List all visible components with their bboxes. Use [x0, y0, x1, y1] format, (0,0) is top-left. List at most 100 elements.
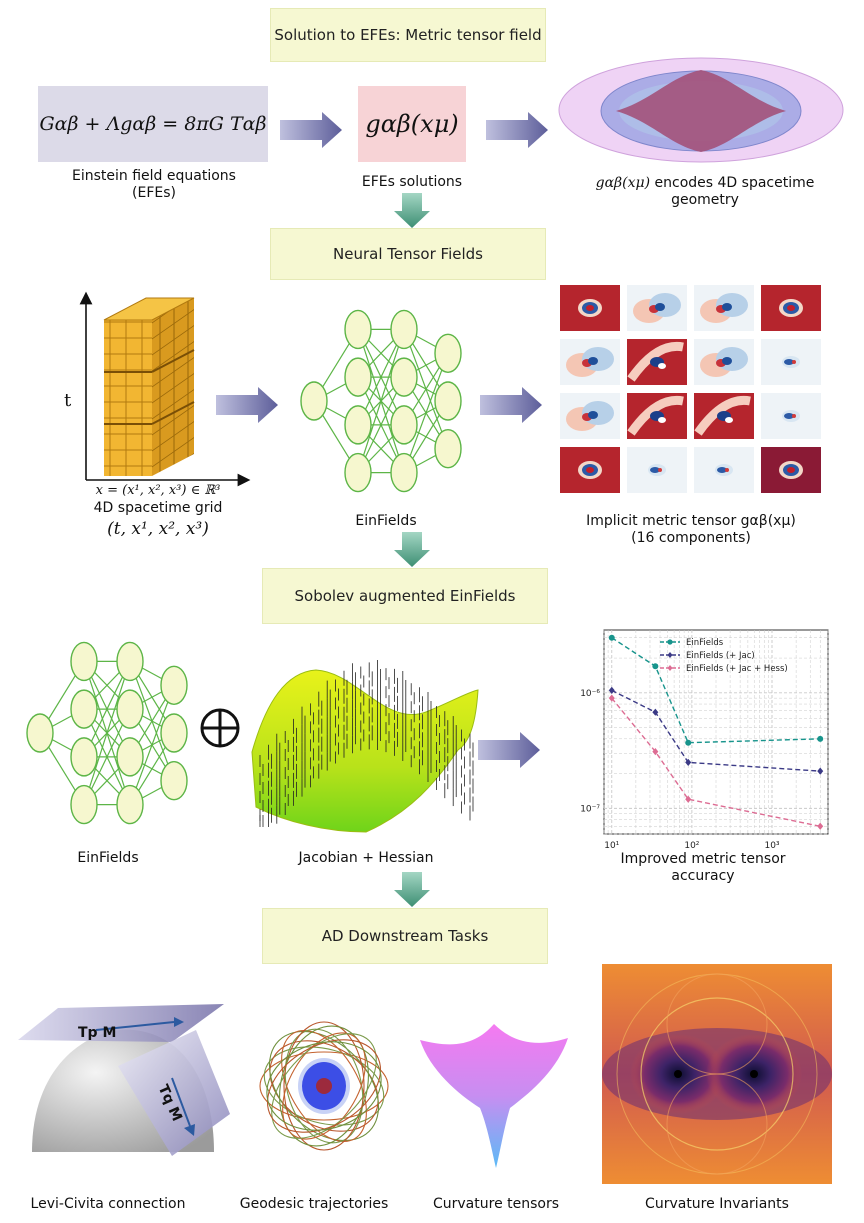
grid-coordinates: (t, x¹, x², x³)	[107, 519, 209, 539]
orbit-path	[283, 1021, 365, 1151]
legend-label: EinFields	[686, 638, 724, 648]
network-edge	[403, 353, 449, 473]
x-tick-label: 10²	[684, 841, 699, 848]
network-node	[116, 689, 144, 729]
x-tick-label: 10³	[764, 841, 779, 848]
metric-component-tile	[761, 393, 821, 439]
orbit-path	[269, 1040, 379, 1132]
network-node	[434, 429, 462, 469]
metric-component-tile	[560, 447, 620, 493]
data-point	[685, 758, 692, 767]
section-banner-metric-solution: Solution to EFEs: Metric tensor field	[270, 8, 546, 62]
metric-component-tile	[627, 285, 687, 331]
series-line	[611, 689, 821, 772]
einfields-network-diagram	[300, 309, 462, 493]
arrow-icon	[280, 112, 342, 148]
orbit-path	[271, 1033, 377, 1139]
network-node	[116, 784, 144, 825]
levi-civita-caption: Levi-Civita connection	[30, 1196, 186, 1212]
singularity-core	[316, 1078, 332, 1094]
data-point	[652, 663, 659, 670]
metric-component-tile	[761, 339, 821, 385]
network-node	[160, 713, 188, 753]
network-node	[344, 357, 372, 397]
arrow-icon	[480, 387, 542, 423]
network-node	[70, 689, 98, 729]
grid-caption: 4D spacetime grid	[93, 500, 223, 516]
orbit-path	[281, 1029, 367, 1143]
spacetime-geometry-illustration	[558, 57, 844, 163]
series-line	[611, 637, 821, 744]
banner-text: Sobolev augmented EinFields	[294, 587, 516, 605]
einstein-equation-caption: Einstein field equations (EFEs)	[72, 168, 236, 201]
jacobian-hessian-surface	[251, 659, 479, 833]
accuracy-chart-caption: Improved metric tensor accuracy	[620, 851, 786, 884]
metric-component-tile	[694, 285, 754, 331]
efe-solution-box: gαβ(xμ)	[358, 86, 466, 162]
metric-component-tile	[761, 285, 821, 331]
einstein-equation: Gαβ + Λgαβ = 8πG Tαβ	[39, 113, 267, 135]
tangent-plane-p	[18, 1004, 224, 1042]
orbit-path	[268, 1030, 380, 1142]
metric-component-tile	[761, 447, 821, 493]
geodesic-caption: Geodesic trajectories	[239, 1196, 389, 1212]
orbit-path	[266, 1039, 382, 1133]
network-node	[390, 405, 418, 445]
orbit-path	[263, 1046, 385, 1126]
metric-component-tile	[627, 447, 687, 493]
metric-caption: Implicit metric tensor gαβ(xμ) (16 compo…	[560, 513, 822, 547]
network-edge	[129, 685, 175, 805]
data-point	[608, 634, 615, 641]
spacetime-grid-illustration	[79, 291, 251, 487]
section-banner-neural-fields: Neural Tensor Fields	[270, 228, 546, 280]
down-arrow-icon	[394, 193, 430, 228]
x-tick-label: 10¹	[604, 841, 619, 848]
orbit-path	[282, 1032, 366, 1140]
solution-formula: gαβ(xμ)	[365, 110, 459, 138]
series-line	[611, 697, 821, 827]
metric-component-tile	[694, 339, 754, 385]
orbit-path	[266, 1041, 382, 1131]
network-node	[434, 381, 462, 421]
network-node	[70, 784, 98, 825]
network-edge	[357, 329, 405, 473]
arrow-icon	[486, 112, 548, 148]
jacobian-hessian-caption: Jacobian + Hessian	[298, 850, 434, 866]
metric-formula: gαβ(xμ)	[595, 175, 651, 191]
network-node	[344, 452, 372, 493]
orbit-path	[259, 1051, 389, 1121]
metric-component-tile	[694, 393, 754, 439]
curvature-invariants-caption: Curvature Invariants	[645, 1196, 789, 1212]
geometry-caption-text: encodes 4D spacetime geometry	[654, 175, 815, 208]
curvature-invariants-illustration	[602, 964, 832, 1184]
network-node	[70, 641, 98, 682]
network-node	[160, 761, 188, 801]
grid-formula: x = (x¹, x², x³) ∈ ℝ³	[95, 483, 221, 498]
spacetime-geometry-caption: gαβ(xμ) encodes 4D spacetime geometry	[592, 175, 818, 209]
banner-text: AD Downstream Tasks	[321, 927, 489, 945]
orbit-path	[284, 1028, 364, 1144]
arrow-icon	[216, 387, 278, 423]
metric-component-tile	[694, 447, 754, 493]
orbit-path	[279, 1025, 369, 1147]
network-node	[116, 737, 144, 777]
cube-stack	[103, 297, 195, 476]
network-node	[344, 405, 372, 445]
metric-component-grid	[560, 285, 821, 493]
metric-caption-text: Implicit metric tensor gαβ(xμ)	[586, 513, 796, 529]
network-node	[300, 381, 328, 421]
data-point	[817, 767, 824, 775]
network-node	[390, 452, 418, 493]
einfields-network-diagram	[26, 641, 188, 825]
section-banner-sobolev: Sobolev augmented EinFields	[262, 568, 548, 624]
metric-component-tile	[560, 285, 620, 331]
down-arrow-icon	[394, 872, 430, 907]
direct-sum-icon	[200, 708, 240, 748]
network-node	[390, 357, 418, 397]
data-point	[608, 694, 615, 702]
network-node	[390, 309, 418, 350]
data-point	[685, 739, 692, 746]
metric-component-tile	[627, 393, 687, 439]
network-node	[116, 641, 144, 682]
